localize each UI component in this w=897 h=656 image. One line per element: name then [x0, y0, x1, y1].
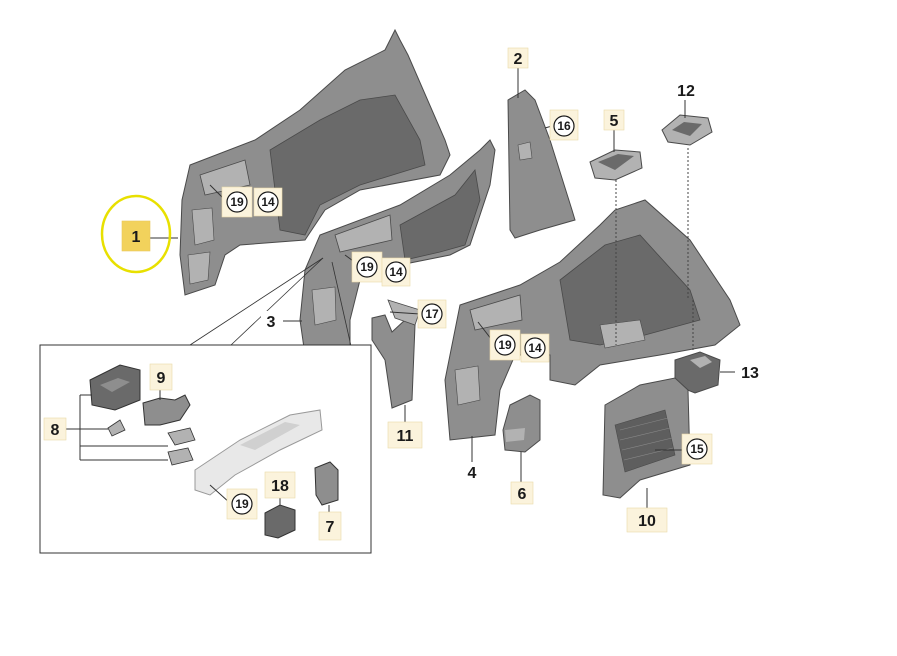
part-6-bracket[interactable] — [502, 394, 541, 453]
callout-4-text: 4 — [468, 465, 477, 482]
callout-19-b-text: 19 — [360, 260, 374, 274]
part-2-pillar-trim[interactable] — [507, 89, 576, 239]
callout-17[interactable]: 17 — [417, 299, 447, 329]
callout-11-text: 11 — [397, 428, 414, 445]
callout-3[interactable]: 3 — [261, 311, 281, 331]
callout-13[interactable]: 13 — [736, 362, 764, 382]
callout-14-c[interactable]: 14 — [520, 333, 550, 363]
callout-18-text: 18 — [271, 478, 289, 495]
callout-14-b-text: 14 — [389, 265, 403, 279]
inset-leader-8 — [65, 394, 168, 461]
part-12-small-cover[interactable] — [661, 114, 713, 146]
part-1-left-trim-panel[interactable] — [179, 28, 451, 296]
callout-19-a[interactable]: 19 — [221, 186, 253, 218]
callout-8-text: 8 — [51, 422, 60, 439]
callout-9[interactable]: 9 — [149, 363, 173, 391]
callout-15[interactable]: 15 — [681, 433, 713, 465]
callout-12[interactable]: 12 — [669, 80, 703, 100]
callout-9-text: 9 — [157, 370, 166, 387]
inset-part-clip-a[interactable] — [167, 427, 196, 446]
callout-19-c-text: 19 — [498, 338, 512, 352]
inset-part-19-bezel[interactable] — [194, 409, 323, 496]
callout-16[interactable]: 16 — [549, 109, 579, 141]
callout-14-a-text: 14 — [261, 195, 275, 209]
callout-6[interactable]: 6 — [510, 481, 534, 505]
part-3-middle-trim-panel[interactable] — [299, 139, 496, 356]
callout-14-c-text: 14 — [528, 341, 542, 355]
highlight-ring — [100, 194, 172, 274]
callout-18[interactable]: 18 — [264, 471, 296, 499]
callout-15-text: 15 — [690, 442, 704, 456]
part-11-holder[interactable] — [371, 299, 421, 409]
callout-3-text: 3 — [267, 314, 276, 331]
detail-inset — [39, 257, 372, 554]
callout-6-text: 6 — [518, 486, 527, 503]
callout-5[interactable]: 5 — [603, 109, 625, 131]
callout-10[interactable]: 10 — [626, 507, 668, 533]
callout-5-text: 5 — [610, 113, 619, 130]
callout-1[interactable]: 1 — [121, 220, 151, 252]
part-5-small-tray[interactable] — [589, 149, 643, 181]
callout-11[interactable]: 11 — [387, 421, 423, 449]
callout-14-a[interactable]: 14 — [253, 187, 283, 217]
callout-19-a-text: 19 — [230, 195, 244, 209]
inset-part-9-switch[interactable] — [142, 394, 191, 426]
inset-part-switch-housing[interactable] — [89, 364, 141, 411]
callout-14-b[interactable]: 14 — [381, 257, 411, 287]
callout-8[interactable]: 8 — [43, 417, 67, 441]
callout-7[interactable]: 7 — [318, 511, 342, 541]
callout-2[interactable]: 2 — [507, 47, 529, 69]
callout-13-text: 13 — [741, 365, 759, 382]
callout-19-d[interactable]: 19 — [226, 488, 258, 520]
callout-12-text: 12 — [677, 83, 695, 100]
inset-part-7-clip[interactable] — [314, 461, 339, 506]
callout-2-text: 2 — [514, 51, 523, 68]
part-4-right-trim-panel[interactable] — [444, 199, 741, 441]
inset-part-clip-b[interactable] — [167, 447, 194, 466]
callout-19-c[interactable]: 19 — [489, 329, 521, 361]
callout-16-text: 16 — [557, 119, 571, 133]
callout-19-d-text: 19 — [235, 497, 249, 511]
callout-19-b[interactable]: 19 — [351, 251, 383, 283]
callout-4[interactable]: 4 — [462, 462, 482, 482]
assembly-guide-lines — [615, 148, 694, 352]
inset-part-spring[interactable] — [107, 419, 126, 437]
callout-17-text: 17 — [425, 307, 439, 321]
part-10-net-panel[interactable] — [602, 377, 691, 499]
callout-7-text: 7 — [326, 519, 335, 536]
callout-1-text: 1 — [132, 229, 141, 246]
callout-10-text: 10 — [638, 513, 656, 530]
